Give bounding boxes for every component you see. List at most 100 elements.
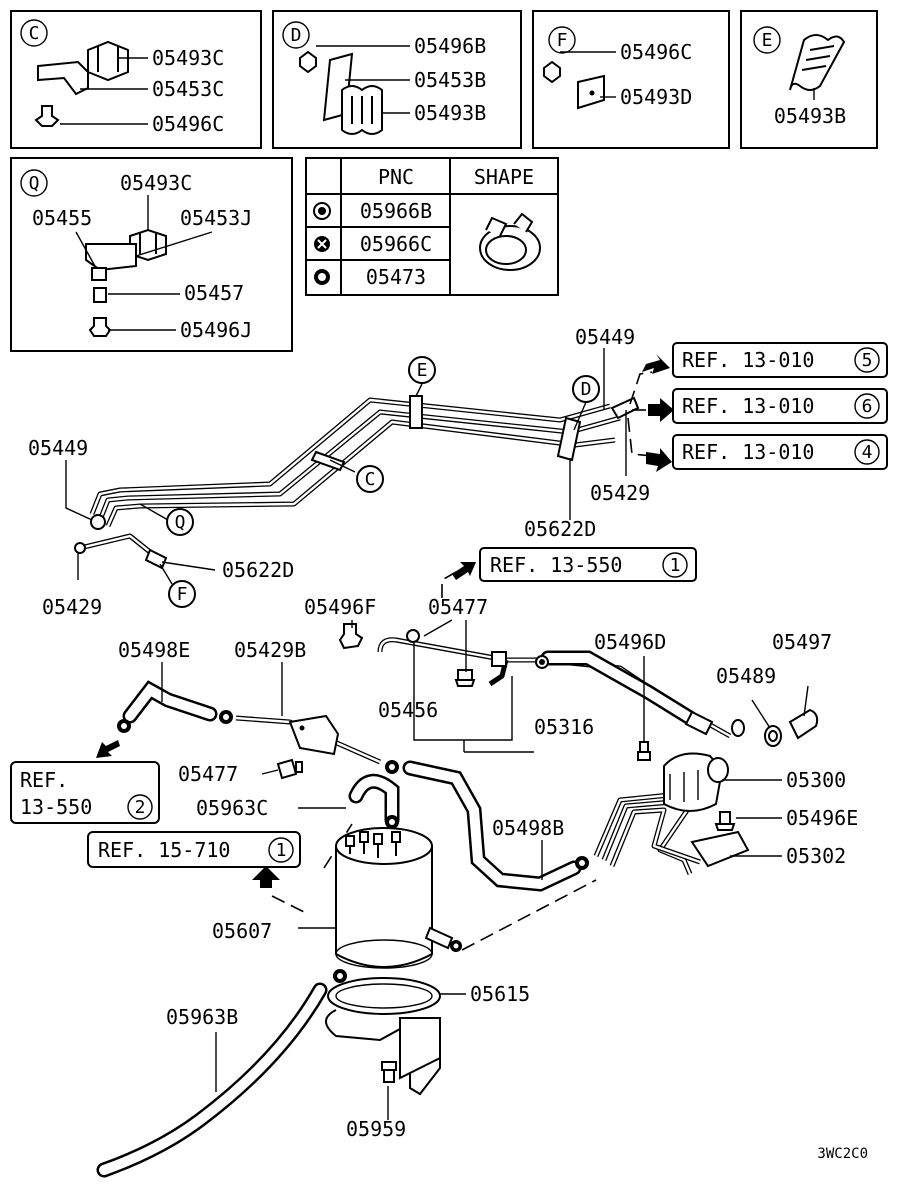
callout-letters: E D C Q F [166,356,600,608]
bracket-05302-icon [690,830,750,868]
inset-letter-d: D [291,25,302,46]
ref-13-010-6-num: 6 [862,396,873,417]
bolt-05477-icon [454,669,476,687]
inset-box-c: C 05493C 05453C 05496C [10,10,262,149]
label-05498b: 05498B [492,816,564,840]
inset-letter-e: E [762,30,773,51]
label-05607: 05607 [212,919,272,943]
bolt-05496e-icon [714,811,736,831]
bolt-05959-icon [381,1061,397,1083]
ref-13-010-4-num: 4 [862,442,873,463]
bolt-05497-icon [788,708,819,740]
middle-leaders [351,619,809,753]
ref-13-550-2-group: REF. 13-550 2 [10,761,160,824]
ref-13-550-2-line2: 13-550 [20,795,92,819]
clamp-05493b-icon [341,85,383,135]
ref-13-010-group: REF. 13-010 5 REF. 13-010 6 REF. 13-010 … [627,342,888,472]
diagram-code: 3WC2C0 [817,1146,868,1162]
bracket-05453j-icon [85,243,137,272]
inset-box-f: F 05496C 05493D [532,10,730,149]
bolt-05496b-icon [299,50,317,74]
label-05497: 05497 [772,630,832,654]
label-05496j: 05496J [180,318,252,342]
inset-letter-f: F [557,30,568,51]
label-05493b-e: 05493B [774,104,846,128]
hose-clamp-shape-icon [479,212,541,271]
arrow-ref4-icon [646,448,672,472]
table-pnc-05473: 05473 [366,265,426,289]
label-05493c: 05493C [152,46,224,70]
table-header-pnc: PNC [378,165,414,189]
clamp-05493b-e-icon [789,34,846,91]
inset-box-q: Q 05493C 05455 05453J 05457 05496J [10,157,293,352]
inset-letter-q: Q [29,173,40,194]
label-05622d-left: 05622D [222,558,294,582]
arrow-ref6-icon [648,398,674,422]
ref-13-010-5: REF. 13-010 [682,348,814,372]
clamp-e-icon [409,395,423,429]
label-05300: 05300 [786,768,846,792]
bolt-05496f-icon [338,623,364,650]
ref-13-550-1: REF. 13-550 [490,553,622,577]
label-05496b: 05496B [414,34,486,58]
spacer-05457-icon [93,287,107,303]
ref-13-550-1-num: 1 [670,555,681,576]
left-hose-assembly [96,680,589,892]
label-05622d-right: 05622D [524,517,596,541]
callout-e: E [417,360,428,381]
label-05302: 05302 [786,844,846,868]
bolt-05477-mid-icon [276,758,303,780]
ref-13-010-6: REF. 13-010 [682,394,814,418]
label-05453b: 05453B [414,68,486,92]
bolt-05496c-f-icon [543,60,561,84]
bolt-05496d-icon [637,741,651,761]
label-05496c-f: 05496C [620,40,692,64]
clamp-05493c-icon [87,40,129,82]
label-05496f: 05496F [304,595,376,619]
nut-05455-icon [91,267,107,281]
vapor-pipe-assembly [338,623,819,747]
ring-05456-icon [406,629,420,643]
label-05477-top: 05477 [428,595,488,619]
callout-d: D [581,379,592,400]
inset-box-d: D 05496B 05453B 05493B [272,10,522,149]
label-05489: 05489 [716,664,776,688]
inset-box-e: E 05493B [740,10,878,149]
left-leaders [161,662,543,880]
callout-f: F [177,584,188,605]
label-05449-left: 05449 [28,436,88,460]
fuel-filter-assembly [593,741,750,875]
label-05496c: 05496C [152,112,224,136]
ref-13-550-2-line1: REF. [20,768,68,792]
label-05959: 05959 [346,1117,406,1141]
callout-q: Q [175,512,186,533]
label-05456: 05456 [378,698,438,722]
pipe-leaders [65,348,627,585]
bracket-05453c-icon [37,60,89,96]
ref-13-550-1-group: REF. 13-550 1 [441,547,697,598]
clamp-c-icon [310,450,346,472]
label-05493b-d: 05493B [414,101,486,125]
inset-letter-c: C [29,23,40,44]
bolt-05496c-icon [34,105,60,127]
label-05477-mid: 05477 [178,762,238,786]
arrow-ref710-icon [252,866,280,888]
bottom-leaders [215,993,466,1120]
label-05453c: 05453C [152,77,224,101]
label-05615: 05615 [470,982,530,1006]
ref-15-710-group: REF. 15-710 1 [87,823,353,913]
label-05963b: 05963B [166,1005,238,1029]
filter-leaders [722,779,782,857]
label-05316: 05316 [534,715,594,739]
label-05453j: 05453J [180,206,252,230]
label-05496e: 05496E [786,806,858,830]
pnc-shape-table: PNC SHAPE 05966B 05966C 05473 [305,157,559,296]
label-05429-left: 05429 [42,595,102,619]
table-pnc-05966b: 05966B [360,199,432,223]
dot-circle-icon [313,202,331,220]
arrow-ref5-icon [642,354,670,374]
cross-circle-icon [314,236,330,252]
label-05493c-q: 05493C [120,171,192,195]
canister-bracket-assembly [96,969,441,1178]
